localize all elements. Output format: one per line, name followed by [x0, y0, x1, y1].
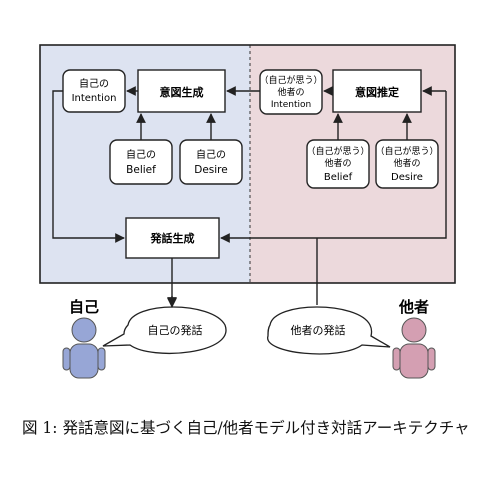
speech-generation-label: 発話生成	[150, 231, 195, 245]
self-belief-line2: Belief	[126, 164, 156, 176]
self-belief-node: 自己の Belief	[109, 139, 173, 185]
speech-generation-node: 発話生成	[125, 217, 220, 259]
self-desire-line1: 自己の	[196, 148, 226, 161]
other-belief-line2: 他者の	[324, 157, 351, 169]
other-belief-line1: （自己が思う）	[306, 145, 369, 157]
outer-frame	[39, 44, 456, 284]
other-belief-node: （自己が思う） 他者の Belief	[306, 139, 370, 189]
other-title: 他者	[398, 298, 429, 316]
other-person-icon: 他者	[392, 298, 436, 379]
self-person-icon: 自己	[62, 298, 106, 379]
other-belief-line3: Belief	[324, 172, 353, 183]
intention-generation-label: 意図生成	[160, 85, 204, 99]
figure-caption: 図 1: 発話意図に基づく自己/他者モデル付き対話アーキテクチャ	[22, 419, 470, 437]
intention-estimation-node: 意図推定	[332, 69, 422, 113]
self-desire-node: 自己の Desire	[179, 139, 243, 185]
self-intention-node: 自己の Intention	[62, 69, 126, 113]
self-belief-line1: 自己の	[126, 148, 156, 161]
other-desire-line2: 他者の	[393, 157, 420, 169]
connectors	[52, 86, 447, 307]
self-title: 自己	[69, 298, 99, 316]
self-intention-line1: 自己の	[79, 77, 109, 90]
self-desire-line2: Desire	[194, 164, 227, 176]
architecture-diagram: 自己の Intention 意図生成 自己の Belief 自己の Desire…	[39, 44, 456, 379]
arrow-self-intention-to-speech-generation	[52, 90, 125, 243]
other-desire-line3: Desire	[391, 172, 423, 183]
other-desire-node: （自己が思う） 他者の Desire	[375, 139, 439, 189]
self-speech-bubble: 自己の発話	[102, 306, 227, 355]
other-speech-text: 他者の発話	[291, 323, 346, 337]
self-speech-text: 自己の発話	[148, 323, 203, 337]
other-intention-line2: 他者の	[277, 86, 304, 98]
other-intention-node: （自己が思う） 他者の Intention	[259, 69, 323, 115]
self-intention-line2: Intention	[72, 93, 117, 104]
other-speech-bubble: 他者の発話	[267, 306, 391, 355]
intention-generation-node: 意図生成	[137, 69, 226, 113]
arrow-other-speech-to-speech-generation	[220, 91, 447, 243]
other-intention-line1: （自己が思う）	[259, 74, 322, 86]
other-desire-line1: （自己が思う）	[375, 145, 438, 157]
other-intention-line3: Intention	[271, 100, 311, 110]
intention-estimation-label: 意図推定	[355, 85, 399, 99]
